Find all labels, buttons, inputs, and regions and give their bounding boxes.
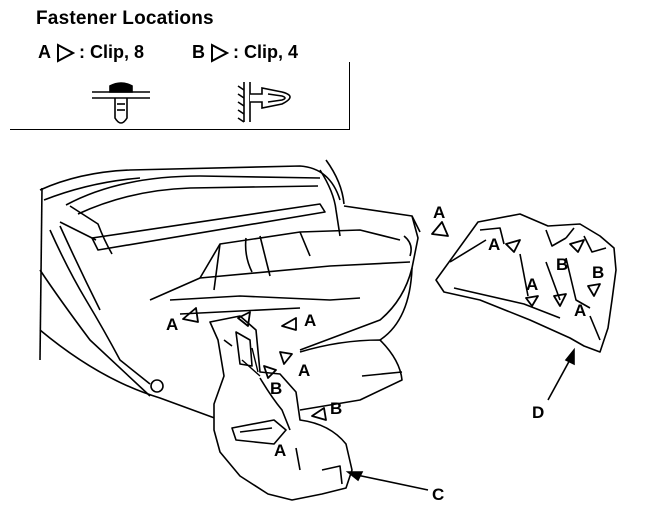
legend-b-letter: B (192, 42, 205, 62)
legend-b-text: : Clip, 4 (233, 42, 299, 62)
callout-a-4: A (274, 441, 286, 460)
fastener-triangle-icon (211, 42, 229, 63)
callout-a-1: A (166, 315, 178, 334)
callout-labels: A A A B B A A A B B A A C D (166, 203, 604, 504)
leader-lines (241, 347, 261, 377)
legend-frame (10, 62, 350, 130)
legend-a-text: : Clip, 8 (79, 42, 145, 62)
legend-clip-b: B : Clip, 4 (192, 42, 298, 63)
callout-a-7: A (526, 275, 538, 294)
clip-b-icon (237, 82, 291, 123)
legend-clip-a: A : Clip, 8 (38, 42, 144, 63)
fastener-triangle-icon (263, 365, 277, 379)
fastener-triangle-icon (57, 42, 75, 63)
fastener-triangle-icon (553, 293, 567, 307)
fastener-triangle-icon (525, 295, 539, 307)
page-title: Fastener Locations (36, 8, 214, 29)
trim-panel-c (209, 315, 353, 501)
callout-d: D (532, 403, 544, 422)
fastener-triangle-icon (587, 283, 601, 297)
fastener-triangle-icon (237, 311, 251, 327)
clip-a-icon (92, 82, 150, 124)
arrow-d (547, 347, 575, 401)
car-trunk-illustration (39, 159, 421, 421)
callout-a-6: A (488, 235, 500, 254)
fastener-triangle-icon (431, 221, 449, 237)
callout-a-8: A (574, 301, 586, 320)
fastener-triangle-icon (279, 351, 293, 365)
fastener-triangle-icon (182, 307, 199, 323)
fastener-triangle-icon (281, 317, 297, 331)
callout-b-1: B (270, 379, 282, 398)
trim-panel-d (435, 213, 617, 353)
callout-b-4: B (592, 263, 604, 282)
fastener-triangle-icon (569, 239, 585, 253)
fastener-triangle-icon (505, 239, 521, 253)
fastener-triangle-icon (311, 407, 327, 421)
callout-a-5: A (433, 203, 445, 222)
callout-b-2: B (330, 399, 342, 418)
callout-a-3: A (298, 361, 310, 380)
arrow-c (345, 471, 429, 491)
callout-c: C (432, 485, 444, 504)
fastener-markers (182, 221, 601, 421)
callout-b-3: B (556, 255, 568, 274)
callout-a-2: A (304, 311, 316, 330)
legend-a-letter: A (38, 42, 51, 62)
